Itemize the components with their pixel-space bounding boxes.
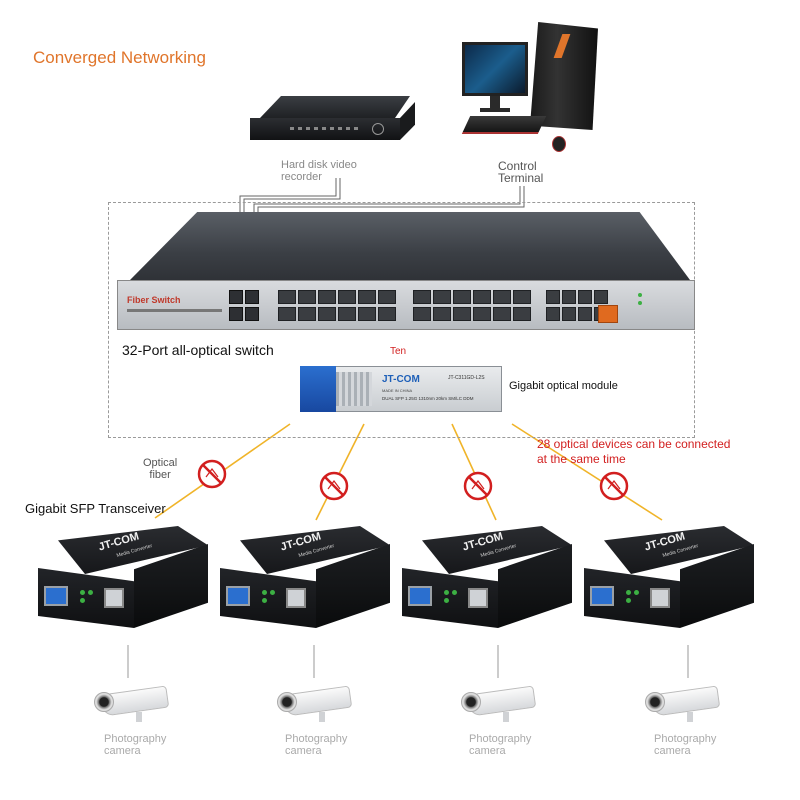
fiber-switch: Fiber Switch (117, 280, 695, 330)
terminal-label: Control Terminal (498, 159, 544, 185)
converter-sfp-port (226, 586, 250, 606)
no-cable-icon (463, 471, 493, 501)
converter-led (626, 598, 631, 603)
camera-3 (459, 684, 539, 724)
camera-label-4: Photography camera (654, 733, 717, 757)
camera-label-1: Photography camera (104, 733, 167, 757)
converter-led (80, 598, 85, 603)
sfp-latch (300, 366, 336, 412)
converter-led (262, 598, 267, 603)
switch-top (130, 212, 690, 280)
converter-sfp-port (408, 586, 432, 606)
media-converter-3: JT-COM Media Converter (402, 526, 572, 636)
camera-4 (643, 684, 723, 724)
fiber-line-2 (315, 423, 365, 521)
converter-led (444, 590, 449, 595)
converter-rj45-port (104, 588, 124, 608)
fiber-line-4 (511, 423, 663, 521)
converter-rj45-port (286, 588, 306, 608)
mouse (552, 136, 566, 152)
no-cable-icon (319, 471, 349, 501)
switch-brand: Fiber Switch (127, 295, 181, 305)
media-converter-4: JT-COM Media Converter (584, 526, 754, 636)
camera-lens-icon (645, 692, 665, 712)
converter-led (80, 590, 85, 595)
converter-led (452, 590, 457, 595)
transceiver-label: Gigabit SFP Transceiver (25, 501, 166, 516)
control-terminal (461, 22, 612, 152)
converter-rj45-port (468, 588, 488, 608)
media-converter-1: JT-COM Media Converter (38, 526, 208, 636)
converter-sfp-port (590, 586, 614, 606)
module-label: Gigabit optical module (509, 380, 618, 392)
camera-lens-icon (461, 692, 481, 712)
console-port (598, 305, 618, 323)
converter-led (88, 590, 93, 595)
converter-led (626, 590, 631, 595)
no-cable-icon (197, 459, 227, 489)
camera-lens-icon (94, 692, 114, 712)
converter-led (262, 590, 267, 595)
camera-label-3: Photography camera (469, 733, 532, 757)
sfp-contacts (336, 372, 372, 406)
converter-led (444, 598, 449, 603)
sfp-model: JT-C311GD-L2S (448, 375, 485, 381)
converter-led (634, 590, 639, 595)
sfp-brand: JT-COM (382, 374, 420, 385)
status-led (638, 301, 642, 305)
capacity-note: 28 optical devices can be connected at t… (537, 437, 731, 466)
switch-rj45-ports (229, 290, 259, 321)
no-cable-icon (599, 471, 629, 501)
media-converter-2: JT-COM Media Converter (220, 526, 390, 636)
camera-label-2: Photography camera (285, 733, 348, 757)
keyboard (461, 116, 547, 134)
camera-2 (275, 684, 355, 724)
sfp-madein: MADE IN CHINA (382, 388, 413, 393)
monitor (462, 42, 528, 96)
switch-model-strip (127, 309, 222, 312)
camera-lens-icon (277, 692, 297, 712)
diagram-title: Converged Networking (33, 48, 206, 67)
switch-sfp-block-2 (413, 290, 531, 321)
converter-rj45-port (650, 588, 670, 608)
fiber-line-3 (451, 423, 497, 521)
dvr-label: Hard disk video recorder (281, 159, 357, 183)
dvr-device (250, 96, 415, 148)
sfp-spec: DUAL SFP 1.25G 1310nm 20km SM/LC DDM (382, 396, 474, 401)
status-led (638, 293, 642, 297)
converter-sfp-port (44, 586, 68, 606)
camera-1 (92, 684, 172, 724)
switch-sfp-block-1 (278, 290, 396, 321)
optical-fiber-label: Optical fiber (143, 457, 178, 481)
switch-label: 32-Port all-optical switch (122, 342, 274, 358)
converter-led (270, 590, 275, 595)
switch-red-note: Ten (390, 346, 407, 357)
